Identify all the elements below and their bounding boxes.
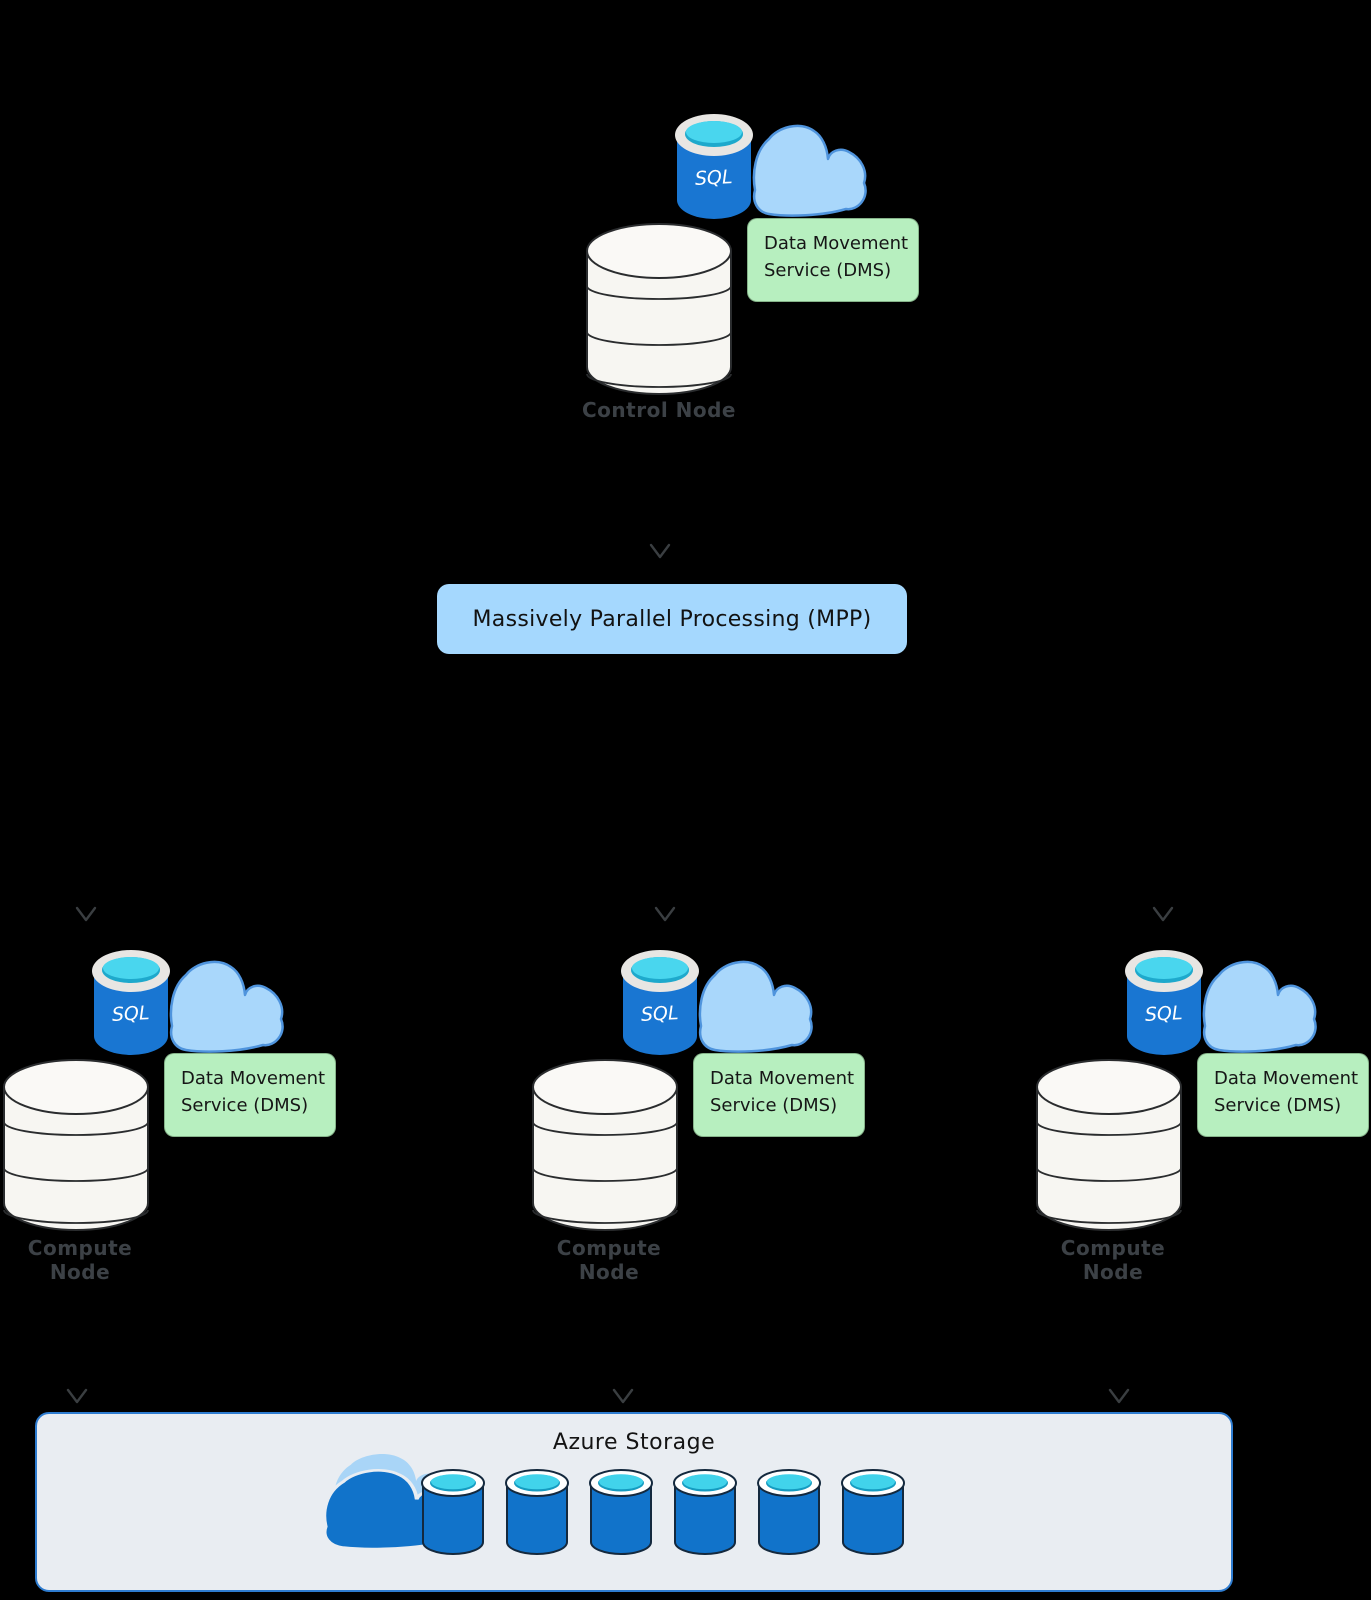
azure-storage-title: Azure Storage	[552, 1430, 716, 1455]
dms-line1: Data Movement	[710, 1068, 855, 1089]
dms-line1: Data Movement	[764, 233, 909, 254]
dms-line2: Service (DMS)	[181, 1095, 309, 1116]
sql-label: SQL	[111, 1002, 150, 1026]
cloud-icon	[169, 957, 291, 1059]
dms-line1: Data Movement	[1214, 1068, 1359, 1089]
compute-node-label: Compute Node	[1060, 1236, 1166, 1284]
arrow-down-icon	[1152, 906, 1174, 926]
sql-database-icon: SQL	[673, 112, 755, 228]
arrow-down-icon	[66, 1388, 88, 1408]
dms-line2: Service (DMS)	[710, 1095, 838, 1116]
mpp-label: Massively Parallel Processing (MPP)	[472, 606, 872, 632]
dms-service-box: Data Movement Service (DMS)	[1197, 1053, 1369, 1137]
storage-database-icon	[840, 1468, 906, 1564]
storage-cylinder-row	[420, 1468, 906, 1564]
storage-database-icon	[588, 1468, 654, 1564]
sql-label: SQL	[640, 1002, 679, 1026]
compute-node-label: Compute Node	[556, 1236, 662, 1284]
dms-service-box: Data Movement Service (DMS)	[693, 1053, 865, 1137]
dms-line2: Service (DMS)	[1214, 1095, 1342, 1116]
sql-database-icon: SQL	[619, 948, 701, 1064]
dms-service-box: Data Movement Service (DMS)	[747, 218, 919, 302]
compute-node-database-icon	[1035, 1058, 1183, 1236]
compute-node-database-icon	[531, 1058, 679, 1236]
storage-database-icon	[756, 1468, 822, 1564]
sql-label: SQL	[694, 166, 733, 190]
sql-database-icon: SQL	[1123, 948, 1205, 1064]
mpp-box: Massively Parallel Processing (MPP)	[437, 584, 907, 654]
storage-database-icon	[672, 1468, 738, 1564]
control-node-database-icon	[585, 222, 733, 400]
dms-line2: Service (DMS)	[764, 260, 892, 281]
arrow-down-icon	[612, 1388, 634, 1408]
dms-line1: Data Movement	[181, 1068, 326, 1089]
dms-service-box: Data Movement Service (DMS)	[164, 1053, 336, 1137]
arrow-down-icon	[649, 543, 671, 563]
compute-node-label: Compute Node	[27, 1236, 133, 1284]
sql-database-icon: SQL	[90, 948, 172, 1064]
sql-label: SQL	[1144, 1002, 1183, 1026]
cloud-icon	[1202, 957, 1324, 1059]
storage-database-icon	[504, 1468, 570, 1564]
compute-node-database-icon	[2, 1058, 150, 1236]
control-node-label: Control Node	[582, 398, 736, 422]
storage-database-icon	[420, 1468, 486, 1564]
cloud-icon	[752, 121, 874, 223]
cloud-icon	[698, 957, 820, 1059]
arrow-down-icon	[75, 906, 97, 926]
arrow-down-icon	[1108, 1388, 1130, 1408]
arrow-down-icon	[654, 906, 676, 926]
